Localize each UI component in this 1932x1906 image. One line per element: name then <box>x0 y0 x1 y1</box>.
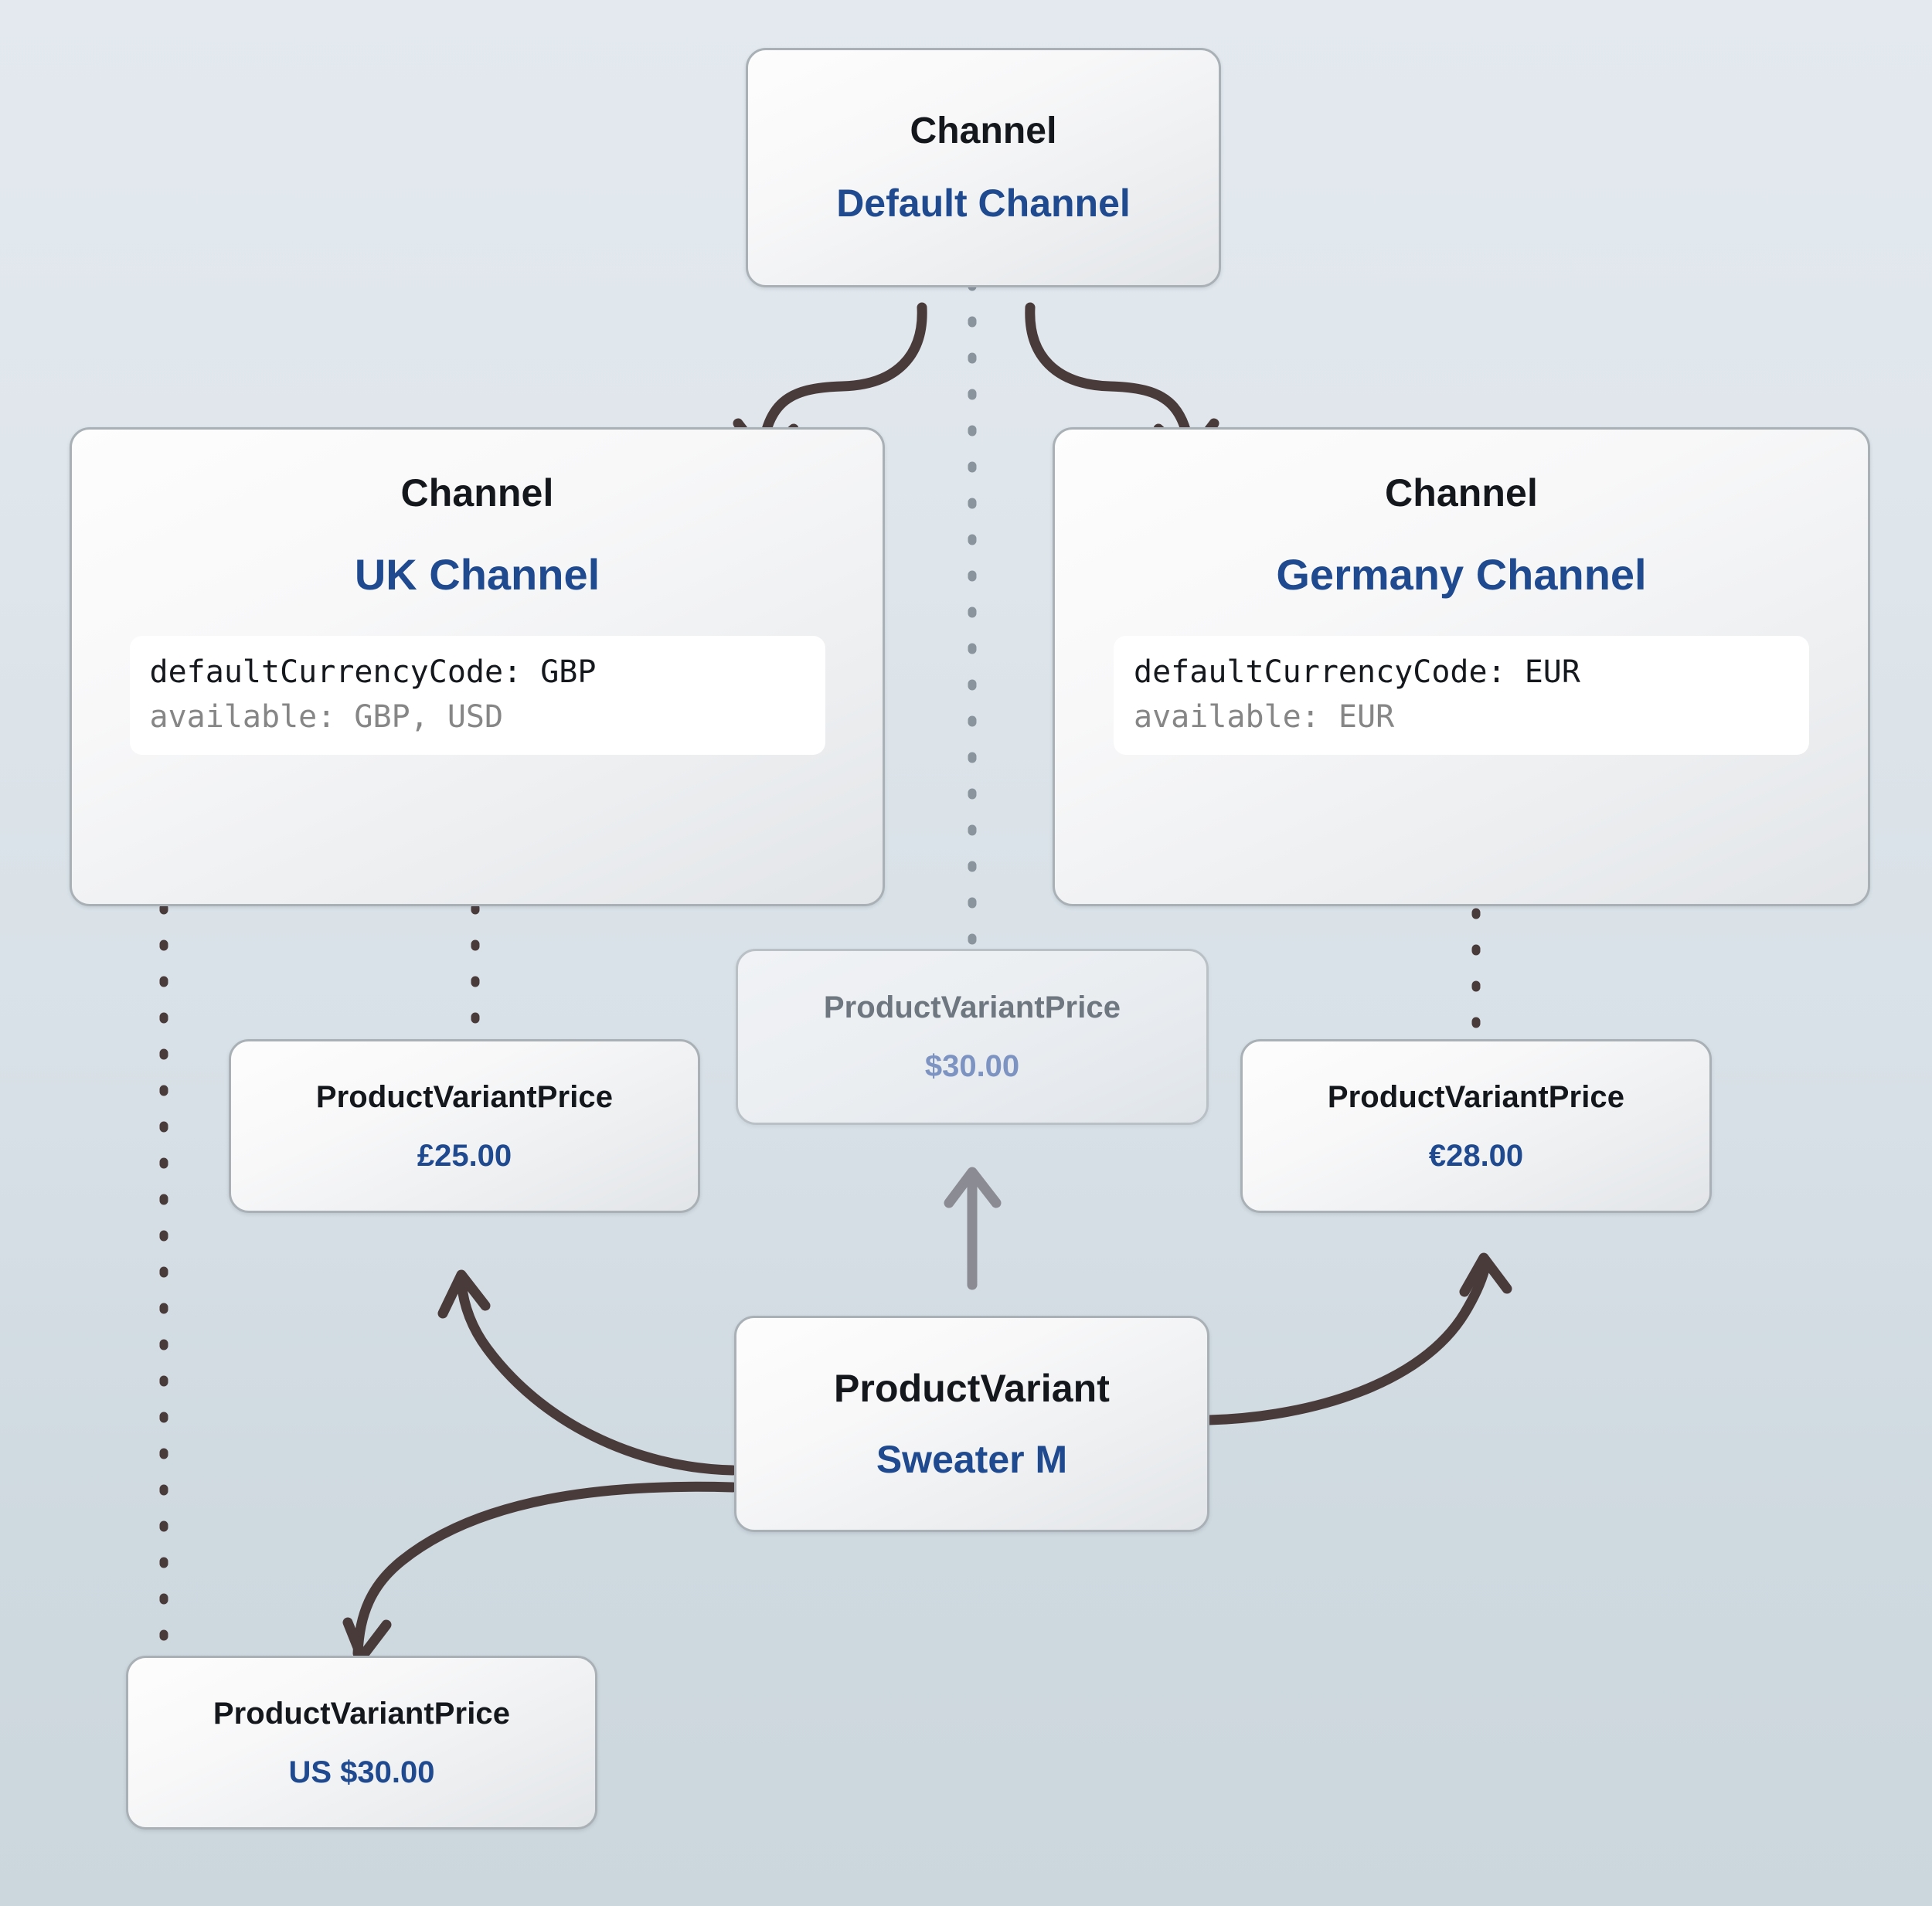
node-product-variant[interactable]: ProductVariant Sweater M <box>734 1316 1209 1532</box>
edge-product-variant-to-price-gbp <box>456 1277 738 1476</box>
germany-channel-default-currency-code: defaultCurrencyCode: EUR <box>1134 654 1580 691</box>
arrowhead-to-price-eur <box>1459 1252 1512 1297</box>
node-germany-channel[interactable]: Channel Germany Channel defaultCurrencyC… <box>1053 427 1870 906</box>
node-default-channel[interactable]: Channel Default Channel <box>746 48 1221 287</box>
node-uk-channel[interactable]: Channel UK Channel defaultCurrencyCode: … <box>70 427 885 906</box>
node-default-channel-label: Default Channel <box>836 181 1131 225</box>
node-price-default-usd-label: $30.00 <box>924 1049 1020 1083</box>
arrowhead-to-price-usd <box>342 1617 392 1663</box>
arrowhead-to-price-default <box>944 1167 1002 1208</box>
node-product-variant-label: Sweater M <box>876 1438 1068 1481</box>
uk-channel-currency-code-box: defaultCurrencyCode: GBP available: GBP,… <box>129 636 825 756</box>
node-default-channel-type: Channel <box>910 110 1057 151</box>
node-product-variant-type: ProductVariant <box>833 1366 1111 1410</box>
node-price-default-usd[interactable]: ProductVariantPrice $30.00 <box>736 949 1209 1125</box>
node-price-usd-type: ProductVariantPrice <box>213 1696 511 1731</box>
node-price-eur[interactable]: ProductVariantPrice €28.00 <box>1240 1039 1712 1213</box>
node-uk-channel-label: UK Channel <box>354 549 600 599</box>
node-price-usd[interactable]: ProductVariantPrice US $30.00 <box>126 1656 597 1830</box>
node-uk-channel-type: Channel <box>400 471 554 515</box>
uk-channel-default-currency-code: defaultCurrencyCode: GBP <box>149 654 597 691</box>
node-price-eur-label: €28.00 <box>1428 1138 1524 1173</box>
node-price-eur-type: ProductVariantPrice <box>1327 1079 1625 1114</box>
node-price-usd-label: US $30.00 <box>288 1755 435 1789</box>
node-germany-channel-type: Channel <box>1385 471 1538 515</box>
node-price-gbp-label: £25.00 <box>417 1138 512 1173</box>
arrowhead-to-price-gbp <box>437 1269 491 1319</box>
germany-channel-currency-code-box: defaultCurrencyCode: EUR available: EUR <box>1114 636 1809 756</box>
node-price-gbp[interactable]: ProductVariantPrice £25.00 <box>229 1039 700 1213</box>
edge-product-variant-to-price-eur <box>1204 1260 1491 1425</box>
edge-product-variant-to-price-usd <box>352 1481 738 1659</box>
node-germany-channel-label: Germany Channel <box>1276 549 1647 599</box>
node-price-default-usd-type: ProductVariantPrice <box>823 990 1121 1024</box>
uk-channel-available-currencies: available: GBP, USD <box>149 699 504 736</box>
germany-channel-available-currencies: available: EUR <box>1134 699 1395 736</box>
node-price-gbp-type: ProductVariantPrice <box>315 1079 614 1114</box>
